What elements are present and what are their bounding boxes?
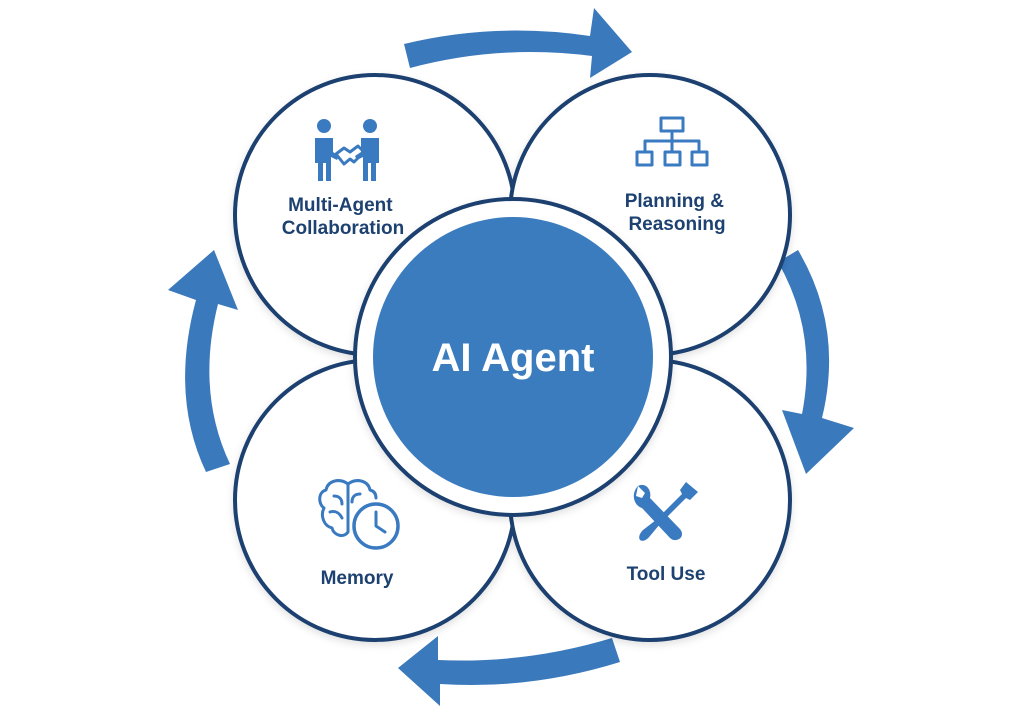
cycle-arrow-left (168, 250, 238, 472)
center-label: AI Agent (432, 336, 595, 380)
center-circle (373, 217, 653, 497)
petal-label-collaboration: Multi-Agent Collaboration (282, 195, 404, 239)
petal-label-planning: Planning & Reasoning (625, 191, 730, 235)
handshake-icon (315, 119, 379, 181)
wrench-screwdriver-icon (633, 482, 698, 541)
petal-label-planning-line2: Reasoning (628, 214, 725, 235)
center-node (353, 197, 673, 517)
petal-label-memory: Memory (321, 568, 394, 589)
petal-label-collaboration-line1: Multi-Agent (288, 195, 393, 216)
hierarchy-icon (635, 116, 709, 167)
brain-clock-icon (318, 479, 400, 550)
petal-label-tools: Tool Use (627, 564, 706, 585)
cycle-arrow-top (404, 8, 632, 78)
petal-label-planning-line1: Planning & (625, 191, 725, 212)
petal-label-collaboration-line2: Collaboration (282, 218, 404, 239)
cycle-arrows (168, 8, 854, 706)
cycle-arrow-right (778, 250, 854, 474)
cycle-arrow-bottom (398, 636, 620, 706)
